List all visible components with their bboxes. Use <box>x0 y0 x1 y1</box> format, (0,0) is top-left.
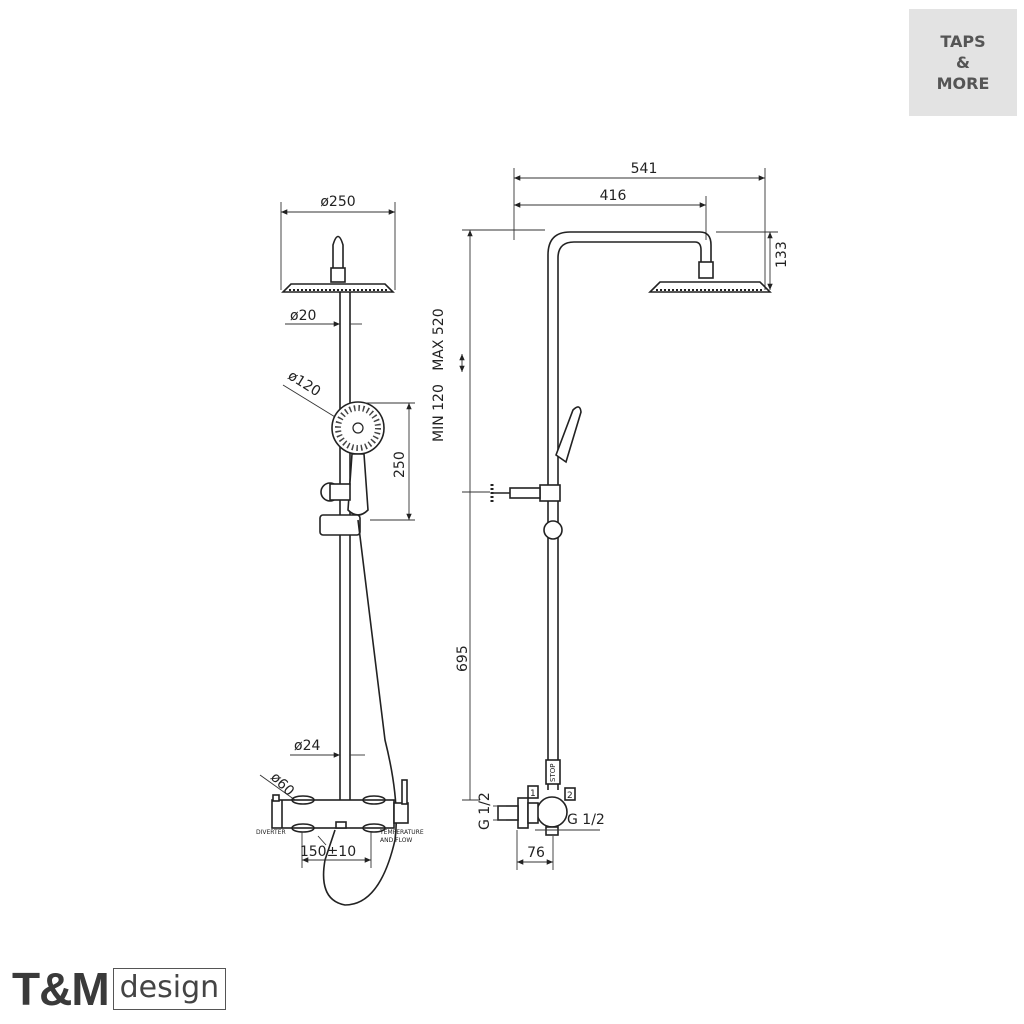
port-2-label: 2 <box>567 791 573 801</box>
shower-column <box>547 231 712 790</box>
total-projection-label: 541 <box>631 161 658 177</box>
handle-diameter-label: ø60 <box>267 770 297 800</box>
pipe-diameter-label: ø20 <box>290 308 316 324</box>
logo-line-2: & <box>956 53 970 72</box>
shower-arm <box>332 235 344 275</box>
slider <box>319 514 361 536</box>
temperature-label-1: TEMPERATURE <box>379 829 424 836</box>
rain-shower-head <box>281 283 395 293</box>
inlet-left-label: G 1/2 <box>477 792 493 830</box>
port-1-label: 1 <box>530 789 536 799</box>
center-distance-label: 150±10 <box>300 844 356 860</box>
front-view: ø250 ø20 ø120 250 ø24 ø60 <box>256 194 424 906</box>
stop-label: STOP <box>549 764 557 782</box>
adjustment-range-label: MIN 120 MAX 520 <box>431 308 447 442</box>
head-height-label: 133 <box>774 241 790 268</box>
logo-line-1: TAPS <box>940 32 986 51</box>
tm-design-logo: T&M design <box>12 962 227 1016</box>
hand-shower-height-label: 250 <box>392 451 408 478</box>
hand-shower-handle <box>347 453 369 516</box>
tm-logo-sub: design <box>112 968 227 1010</box>
side-rain-head <box>648 281 772 293</box>
side-hand-shower <box>555 406 582 464</box>
side-view: 541 416 133 MIN 120 MAX 520 695 STOP 1 2 <box>431 161 790 870</box>
wall-offset-label: 76 <box>527 845 545 861</box>
lower-height-label: 695 <box>455 645 471 672</box>
tm-logo-main: T&M <box>12 963 110 1015</box>
lower-pipe-diameter-label: ø24 <box>294 738 320 754</box>
arm-projection-label: 416 <box>600 188 627 204</box>
head-diameter-label: ø250 <box>320 194 355 210</box>
temperature-label-2: AND FLOW <box>380 837 412 844</box>
side-mixer-body <box>536 796 568 828</box>
diverter-label: DIVERTER <box>256 829 286 836</box>
taps-and-more-logo: TAPS & MORE <box>909 9 1017 116</box>
slider-knob <box>543 520 563 540</box>
logo-line-3: MORE <box>936 74 990 93</box>
inlet-right-label: G 1/2 <box>567 812 605 828</box>
hand-shower-diameter-label: ø120 <box>285 368 323 400</box>
